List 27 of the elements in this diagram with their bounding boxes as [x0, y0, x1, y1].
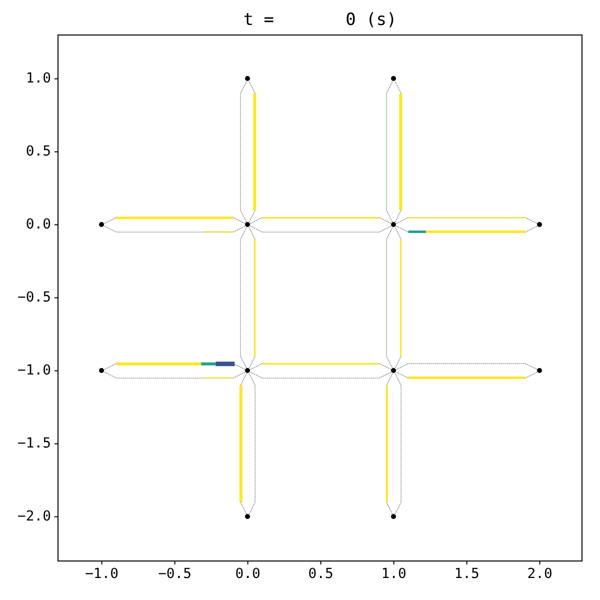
- node-dot: [245, 514, 250, 520]
- plot-title: t = 0 (s): [243, 11, 397, 30]
- node-dot: [245, 368, 250, 374]
- tick-label: 1.5: [454, 567, 480, 582]
- node-dot: [391, 222, 396, 228]
- node-dot: [537, 222, 542, 228]
- node-dot: [391, 76, 396, 82]
- tick-label: −2.0: [18, 509, 51, 524]
- tick-label: 0.5: [26, 144, 51, 160]
- tick-label: 1.0: [26, 71, 51, 86]
- tick-label: 0.0: [26, 217, 51, 232]
- tick-label: −1.0: [85, 567, 119, 582]
- tick-label: −0.5: [158, 567, 192, 582]
- tick-label: 0.5: [308, 567, 334, 582]
- node-dot: [99, 368, 104, 374]
- tick-label: −1.5: [18, 436, 51, 452]
- tick-label: −1.0: [18, 363, 51, 378]
- tick-label: 0.0: [235, 567, 260, 582]
- node-dot: [391, 514, 396, 520]
- tick-label: 1.0: [381, 567, 406, 582]
- node-dot: [537, 368, 542, 374]
- node-dot: [245, 222, 250, 228]
- tick-label: −0.5: [18, 290, 51, 306]
- node-dot: [245, 76, 250, 82]
- node-dot: [99, 222, 104, 228]
- node-dot: [391, 368, 396, 374]
- tick-label: 2.0: [527, 567, 552, 582]
